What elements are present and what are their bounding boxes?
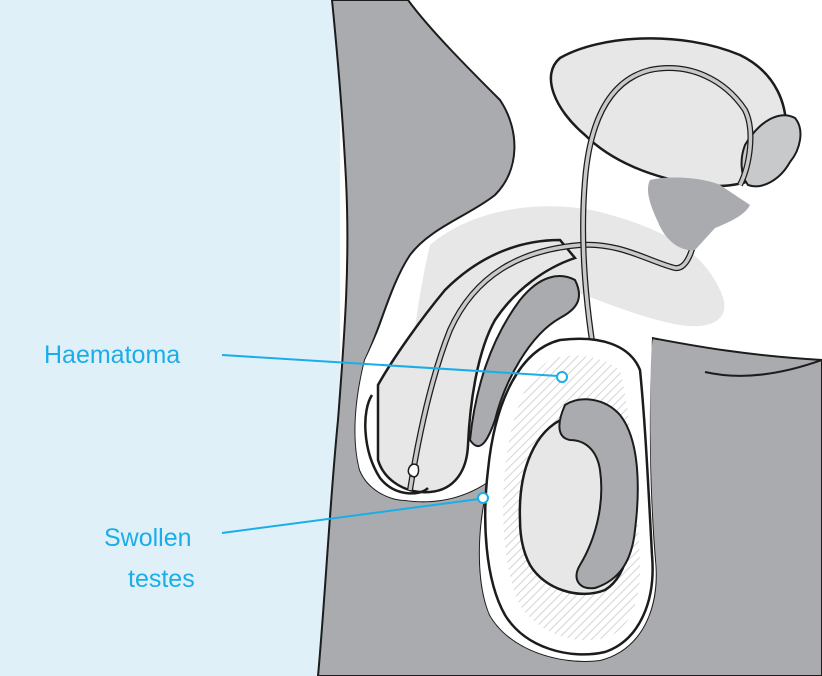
glans-tip: [408, 464, 418, 477]
marker-swollen: [478, 493, 488, 503]
label-swollen: Swollen: [104, 524, 192, 552]
marker-haematoma: [557, 372, 567, 382]
label-haematoma: Haematoma: [44, 341, 180, 369]
label-testes: testes: [128, 565, 195, 593]
